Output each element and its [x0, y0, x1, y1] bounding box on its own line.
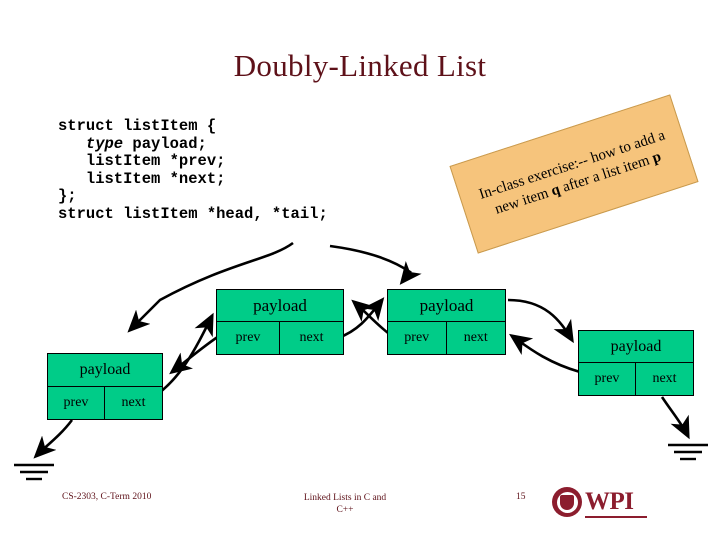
- code-line-5: struct listItem *head, *tail;: [58, 204, 328, 223]
- tail-pointer-arrow: [329, 244, 422, 285]
- code-line-4: };: [58, 187, 77, 205]
- prev-arrow-node3-to-node2: [509, 333, 581, 374]
- code-line-0: struct listItem {: [58, 117, 217, 135]
- node-prev-cell: prev: [388, 322, 447, 354]
- code-keyword-type: type: [85, 134, 124, 153]
- node-prev-cell: prev: [217, 322, 280, 354]
- list-node[interactable]: payload prev next: [47, 353, 163, 420]
- exercise-banner-text: In-class exercise:-- how to add a new it…: [451, 95, 700, 254]
- banner-item-p: p: [650, 148, 664, 167]
- footer-page-number: 15: [516, 492, 526, 502]
- banner-line-2: add a new item: [492, 127, 668, 218]
- code-line-2: listItem *prev;: [58, 152, 226, 170]
- code-block: struct listItem { type payload; listItem…: [58, 117, 328, 223]
- node-payload-cell: payload: [579, 331, 693, 363]
- list-node[interactable]: payload prev next: [216, 289, 344, 355]
- wpi-underline-rule: [585, 516, 647, 518]
- node-payload-cell: payload: [217, 290, 343, 322]
- list-node[interactable]: payload prev next: [387, 289, 506, 355]
- list-node[interactable]: payload prev next: [578, 330, 694, 396]
- node-next-cell: next: [121, 394, 146, 410]
- wpi-seal-icon: [552, 487, 582, 517]
- banner-item-q: q: [549, 181, 563, 200]
- prev-arrow-node1-to-node0: [169, 332, 223, 375]
- exercise-banner-wrapper: In-class exercise:-- how to add a new it…: [449, 94, 699, 254]
- page-title: Doubly-Linked List: [233, 48, 487, 83]
- node-payload-cell: payload: [388, 290, 505, 322]
- null-ground-symbol-left: [14, 463, 54, 481]
- next-arrow-node2-to-node3: [507, 298, 574, 344]
- node-pointer-row: prev next: [388, 322, 505, 354]
- exercise-banner: In-class exercise:-- how to add a new it…: [449, 94, 700, 254]
- node-pointer-row: prev next: [579, 363, 693, 395]
- node-next-cell: next: [299, 330, 324, 345]
- banner-text-content: In-class exercise:-- how to add a new it…: [465, 123, 686, 227]
- node-pointer-row: prev next: [48, 386, 162, 419]
- wpi-logo: WPI: [552, 484, 692, 524]
- node-prev-cell: prev: [579, 363, 636, 395]
- footer-course-label: CS-2303, C-Term 2010: [62, 492, 152, 502]
- null-ground-symbol-right: [668, 443, 708, 461]
- next-arrow-node1-to-node2: [337, 297, 385, 340]
- node-prev-cell: prev: [48, 386, 105, 419]
- node-pointer-row: prev next: [217, 322, 343, 354]
- wpi-wordmark: WPI: [585, 488, 634, 515]
- null-arrow-right: [660, 396, 690, 440]
- footer-topic-line2: C++: [336, 505, 354, 515]
- wpi-shield-icon: [560, 494, 574, 510]
- code-line-1-indent: [58, 135, 86, 153]
- footer-topic-line1: Linked Lists in C and: [303, 493, 387, 503]
- node-payload-cell: payload: [48, 354, 162, 387]
- code-line-1-rest: payload;: [123, 134, 207, 153]
- null-arrow-left: [33, 419, 74, 459]
- code-line-3: listItem *next;: [58, 169, 226, 188]
- node-next-cell: next: [463, 330, 488, 345]
- node-next-cell: next: [652, 371, 677, 386]
